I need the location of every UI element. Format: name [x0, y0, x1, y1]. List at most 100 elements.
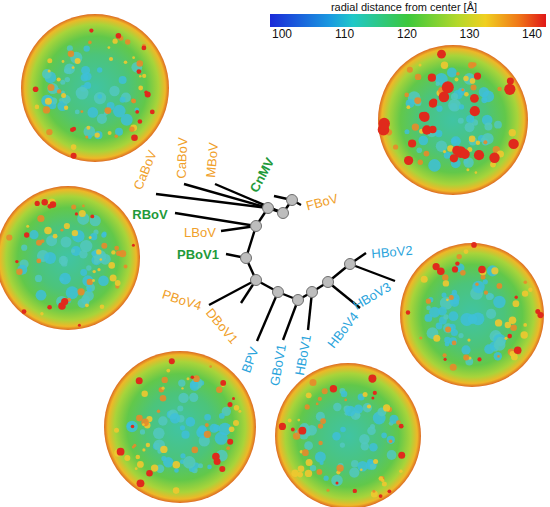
surface-protrusion: [322, 388, 328, 394]
surface-depression: [443, 314, 448, 319]
surface-depression: [363, 403, 372, 412]
surface-protrusion: [64, 106, 68, 110]
surface-protrusion: [320, 418, 326, 424]
surface-depression: [120, 97, 126, 103]
surface-depression: [452, 290, 457, 295]
surface-spike: [220, 380, 226, 386]
surface-spike: [137, 69, 142, 74]
surface-spike: [22, 309, 27, 314]
surface-depression: [66, 286, 79, 299]
surface-protrusion: [160, 395, 167, 402]
surface-protrusion: [464, 92, 469, 97]
surface-protrusion: [522, 290, 528, 296]
surface-protrusion: [115, 280, 121, 286]
surface-protrusion: [471, 85, 477, 91]
taxon-label: CnMV: [248, 156, 277, 195]
surface-protrusion: [131, 99, 136, 104]
surface-protrusion: [85, 136, 88, 139]
surface-protrusion: [310, 379, 317, 386]
surface-protrusion: [363, 392, 368, 397]
surface-spike: [47, 305, 52, 310]
surface-protrusion: [504, 337, 507, 340]
surface-depression: [82, 275, 93, 286]
capsid-sphere: [378, 45, 528, 195]
surface-depression: [97, 67, 102, 72]
taxon-label: BPV: [239, 346, 260, 375]
surface-protrusion: [71, 204, 76, 209]
surface-spike: [370, 377, 375, 382]
surface-depression: [84, 45, 90, 51]
surface-protrusion: [450, 364, 457, 371]
surface-protrusion: [415, 74, 421, 80]
surface-spike: [24, 232, 29, 237]
surface-protrusion: [452, 341, 457, 346]
surface-protrusion: [26, 225, 29, 228]
surface-depression: [357, 461, 367, 471]
surface-depression: [370, 463, 376, 469]
surface-depression: [64, 63, 75, 74]
scale-tick: 120: [397, 28, 417, 40]
surface-protrusion: [510, 324, 517, 331]
surface-depression: [153, 428, 165, 440]
surface-protrusion: [97, 268, 100, 271]
surface-depression: [369, 443, 378, 452]
surface-spike: [371, 397, 374, 400]
surface-depression: [320, 461, 324, 465]
surface-protrusion: [138, 86, 143, 91]
surface-protrusion: [146, 443, 150, 447]
surface-depression: [494, 352, 502, 360]
surface-spike: [131, 135, 138, 142]
surface-protrusion: [407, 67, 413, 73]
surface-protrusion: [216, 387, 222, 393]
surface-protrusion: [136, 455, 141, 460]
surface-protrusion: [464, 249, 469, 254]
surface-depression: [119, 76, 127, 84]
surface-protrusion: [133, 444, 136, 447]
surface-protrusion: [327, 489, 330, 492]
surface-protrusion: [497, 355, 500, 358]
surface-protrusion: [421, 276, 428, 283]
surface-protrusion: [43, 106, 50, 113]
surface-depression: [448, 99, 461, 112]
surface-protrusion: [467, 339, 470, 342]
surface-protrusion: [86, 126, 90, 130]
surface-protrusion: [419, 64, 422, 67]
surface-spike: [429, 126, 437, 134]
surface-depression: [494, 121, 502, 129]
surface-spike: [353, 489, 357, 493]
surface-depression: [479, 87, 489, 97]
surface-spike: [70, 128, 75, 133]
surface-depression: [207, 465, 212, 470]
surface-protrusion: [187, 377, 190, 380]
surface-protrusion: [192, 447, 199, 454]
surface-protrusion: [470, 78, 476, 84]
surface-depression: [359, 434, 369, 444]
surface-depression: [304, 441, 313, 450]
tree-node: [241, 253, 252, 264]
surface-protrusion: [298, 465, 305, 472]
surface-protrusion: [37, 215, 44, 222]
surface-protrusion: [475, 171, 478, 174]
surface-spike: [477, 357, 481, 361]
surface-protrusion: [461, 88, 464, 91]
surface-protrusion: [162, 377, 168, 383]
surface-depression: [181, 431, 189, 439]
surface-depression: [94, 92, 106, 104]
surface-protrusion: [399, 469, 403, 473]
surface-depression: [494, 339, 506, 351]
surface-protrusion: [151, 464, 158, 471]
surface-protrusion: [109, 57, 113, 61]
capsid-sphere: [275, 363, 421, 507]
surface-depression: [438, 307, 447, 316]
surface-protrusion: [469, 136, 476, 143]
surface-protrusion: [497, 87, 501, 91]
surface-spike: [279, 423, 286, 430]
surface-depression: [80, 240, 92, 252]
surface-depression: [88, 135, 92, 139]
surface-spike: [89, 29, 93, 33]
surface-spike: [150, 110, 155, 115]
surface-protrusion: [442, 274, 448, 280]
surface-protrusion: [166, 369, 170, 373]
surface-depression: [86, 265, 91, 270]
